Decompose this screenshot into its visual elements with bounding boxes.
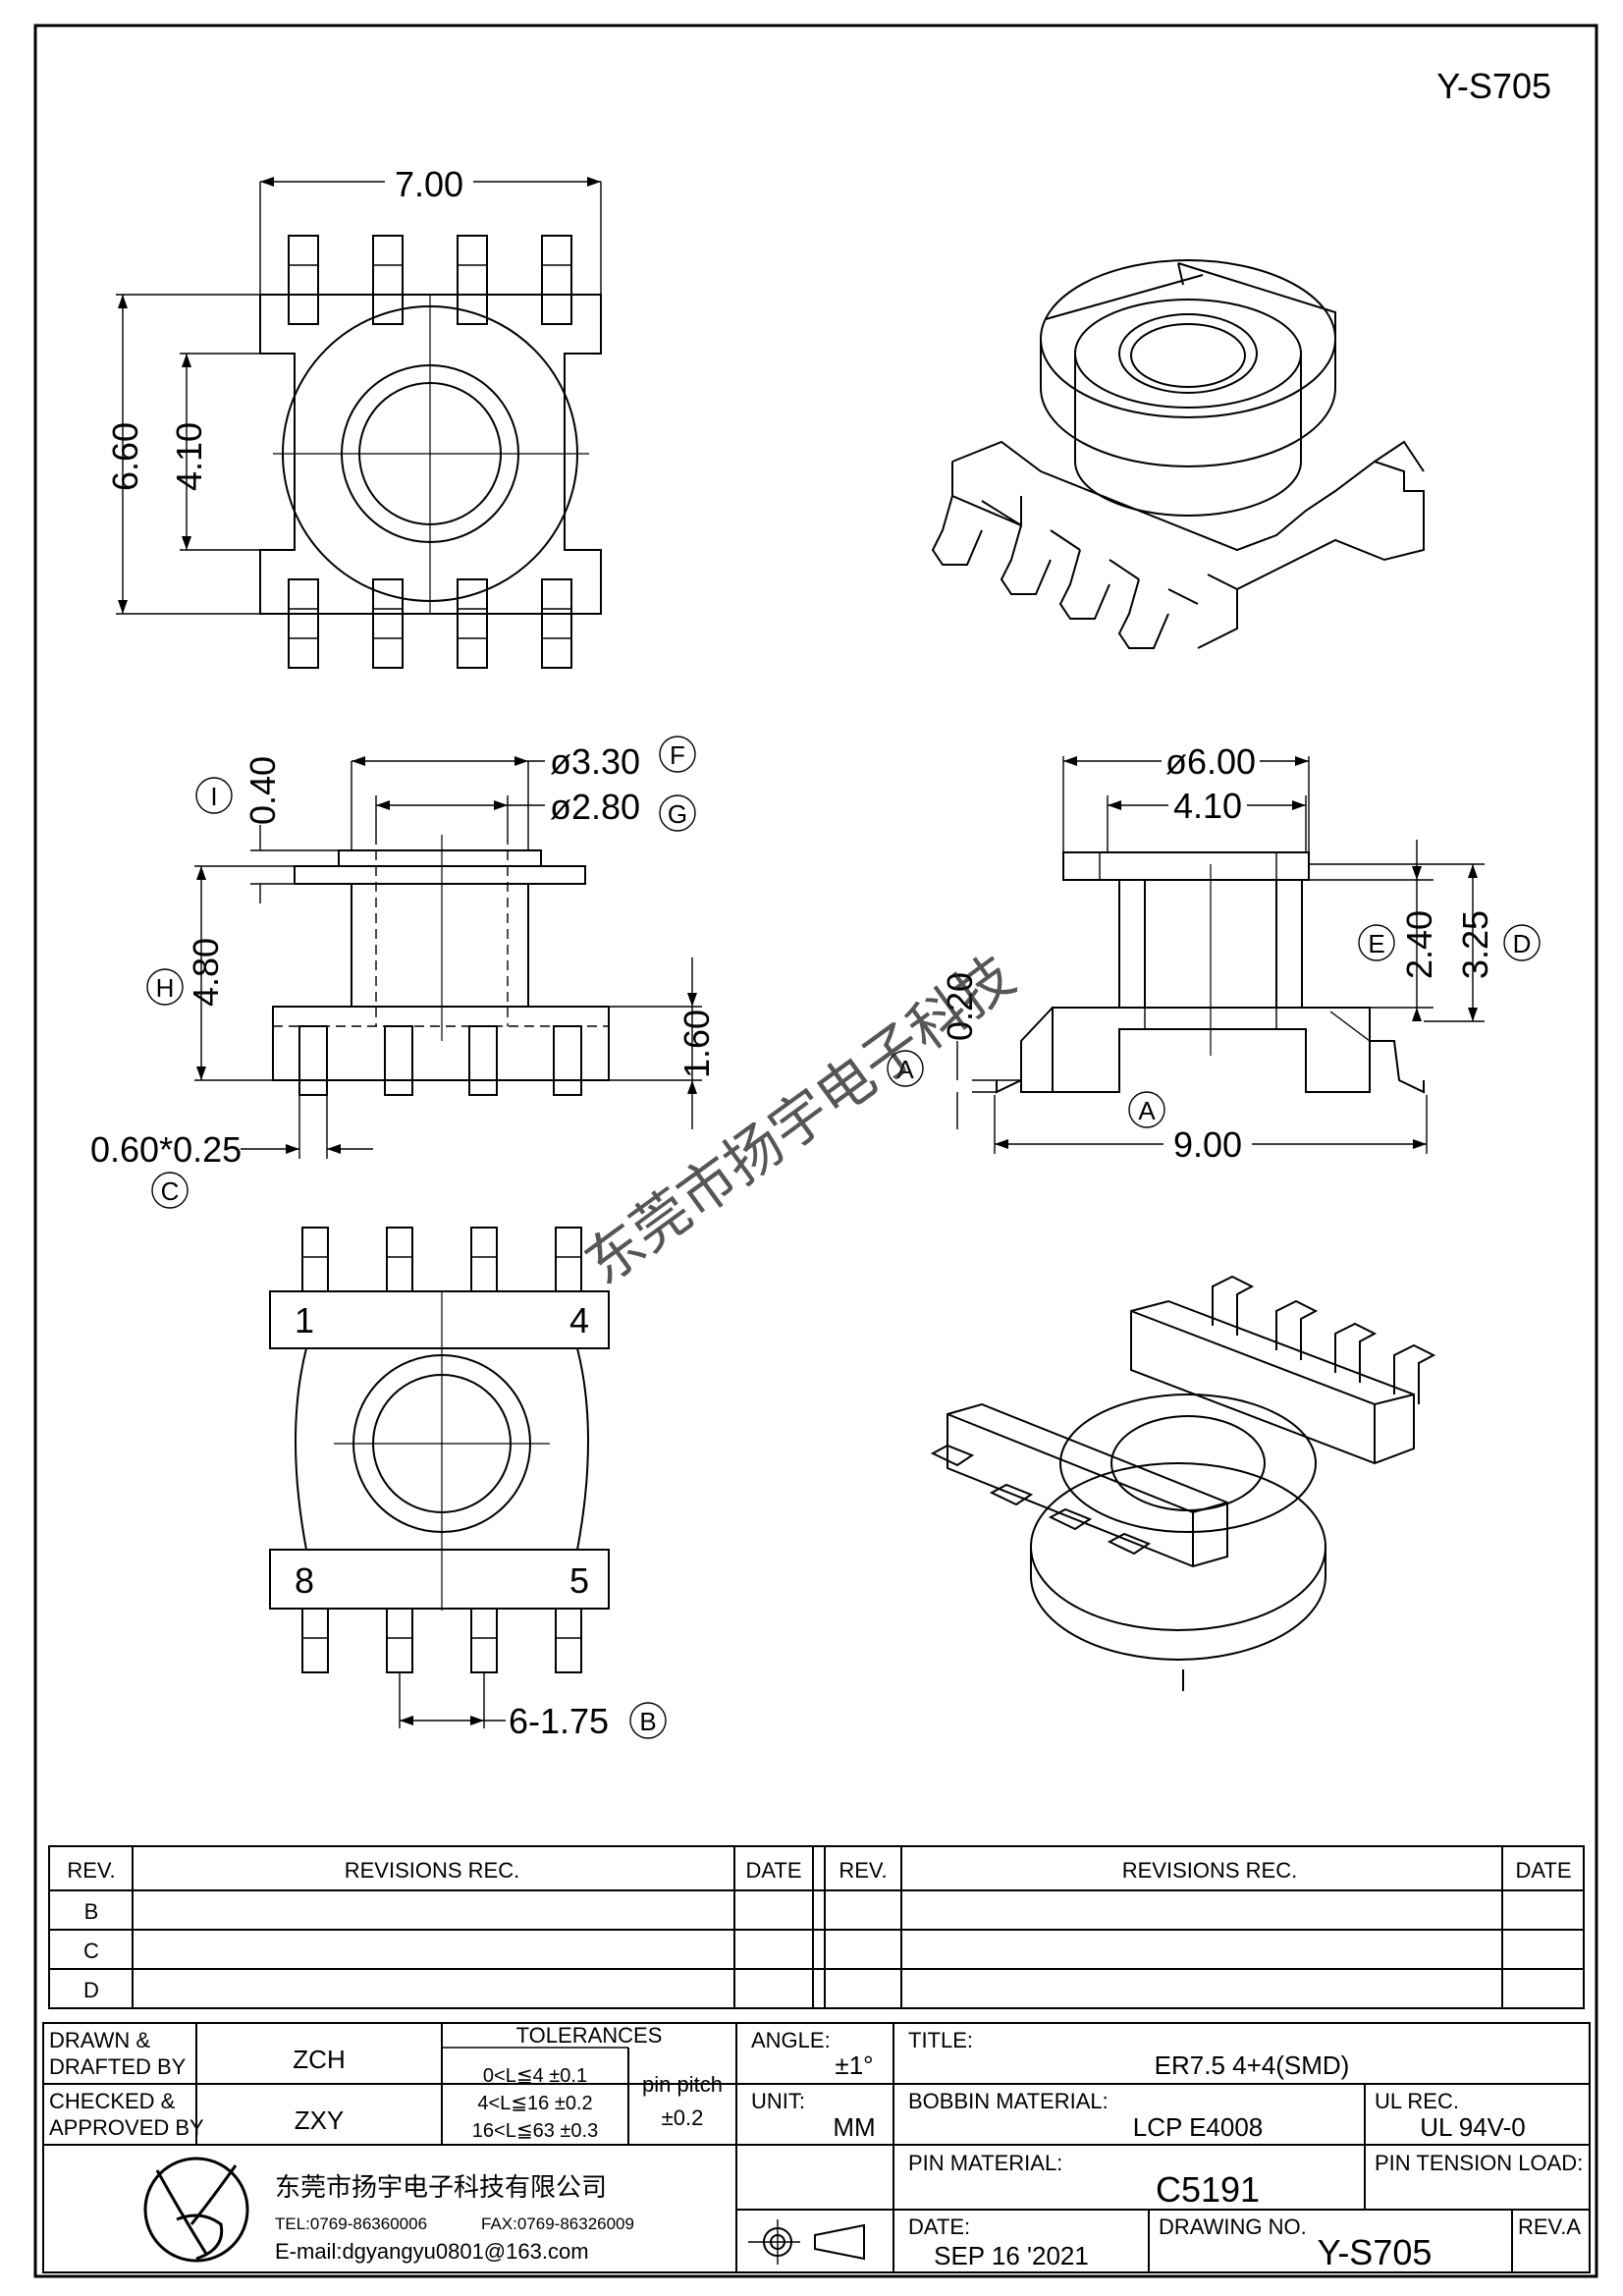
pin-tension-label: PIN TENSION LOAD: (1375, 2151, 1583, 2175)
pin-material-label: PIN MATERIAL: (908, 2151, 1062, 2175)
company-logo (143, 2157, 249, 2263)
top-view: 7.00 6.60 4.10 (105, 164, 602, 669)
label-a-small: A (896, 1055, 914, 1084)
sheet-border (33, 24, 1598, 2278)
dim-h: 4.80 (186, 938, 226, 1007)
dim-i: 0.40 (243, 756, 283, 825)
drawn-label-1: DRAWN & (49, 2028, 150, 2052)
dim-outer: ø6.00 (1165, 741, 1256, 782)
dim-pitch: 6-1.75 (509, 1701, 609, 1741)
dim-e: 2.40 (1399, 910, 1439, 979)
dim-base: 1.60 (676, 1010, 717, 1078)
pin-5-label: 5 (569, 1560, 589, 1601)
rev-row: B (84, 1899, 99, 1924)
revisions-table: REV. REVISIONS REC. DATE REV. REVISIONS … (48, 1845, 1585, 2009)
ul-value: UL 94V-0 (1420, 2112, 1525, 2142)
dim-a-small: 0.20 (940, 972, 980, 1041)
label-f: F (670, 740, 685, 770)
tolerance-3: 16<L≦63 ±0.3 (472, 2120, 598, 2142)
dim-inner: 4.10 (169, 422, 209, 491)
date-value: SEP 16 '2021 (934, 2241, 1089, 2270)
drawing-no-value: Y-S705 (1318, 2232, 1433, 2272)
title-block: DRAWN & DRAFTED BY ZCH CHECKED & APPROVE… (42, 2022, 1591, 2273)
dim-d: 3.25 (1455, 910, 1495, 979)
drawing-id: Y-S705 (1436, 66, 1551, 106)
checked-label-1: CHECKED & (49, 2089, 176, 2113)
label-e: E (1368, 929, 1384, 958)
drawn-by: ZCH (293, 2045, 345, 2074)
pin-1-label: 1 (295, 1300, 314, 1340)
bottom-view: 1 4 8 5 6-1.75 B (269, 1227, 667, 1741)
rev-row: C (83, 1939, 99, 1963)
date-label: DATE: (908, 2214, 970, 2239)
tolerances-label: TOLERANCES (516, 2023, 663, 2048)
label-d: D (1513, 929, 1532, 958)
company-name: 东莞市扬宇电子科技有限公司 (275, 2172, 607, 2202)
watermark: 东莞市扬宇电子科技 (572, 942, 1026, 1297)
angle-value: ±1° (835, 2050, 873, 2080)
iso-view-top (931, 259, 1425, 649)
unit-label: UNIT: (751, 2089, 805, 2113)
pin-4-label: 4 (569, 1300, 589, 1340)
angle-label: ANGLE: (751, 2028, 831, 2052)
rev-header-left: REV. (67, 1858, 115, 1883)
label-b: B (639, 1707, 656, 1736)
checked-label-2: APPROVED BY (49, 2115, 204, 2140)
company-fax: FAX:0769-86326009 (481, 2214, 634, 2233)
ul-label: UL REC. (1375, 2089, 1459, 2113)
pin-pitch-label: pin pitch (642, 2072, 723, 2097)
tolerance-1: 0<L≦4 ±0.1 (483, 2065, 587, 2087)
side-view-right: ø6.00 4.10 2.40 E 3.25 D 0.20 A (887, 741, 1541, 1165)
projection-symbol (748, 2219, 865, 2265)
dim-inner-right: 4.10 (1173, 786, 1242, 826)
dim-width: 7.00 (395, 164, 463, 204)
rev-value: REV.A (1518, 2214, 1581, 2239)
label-g: G (668, 799, 687, 829)
bobbin-material-label: BOBBIN MATERIAL: (908, 2089, 1109, 2113)
drawn-label-2: DRAFTED BY (49, 2054, 187, 2079)
revisions-header-left: REVISIONS REC. (345, 1858, 519, 1883)
side-view-left: ø3.30 F ø2.80 G I 0.40 4.80 H 1.60 (90, 736, 717, 1209)
dim-height: 6.60 (105, 422, 145, 491)
revisions-header-right: REVISIONS REC. (1122, 1858, 1297, 1883)
pin-8-label: 8 (295, 1560, 314, 1601)
label-a-width: A (1138, 1096, 1156, 1125)
rev-header-right: REV. (839, 1858, 887, 1883)
company-tel: TEL:0769-86360006 (275, 2214, 427, 2233)
label-c: C (161, 1176, 180, 1206)
label-i: I (210, 782, 217, 811)
bobbin-material-value: LCP E4008 (1133, 2112, 1264, 2142)
checked-by: ZXY (295, 2105, 345, 2135)
label-h: H (156, 973, 175, 1003)
dim-total-width: 9.00 (1173, 1124, 1242, 1165)
title-label: TITLE: (908, 2028, 973, 2052)
date-header-left: DATE (745, 1858, 801, 1883)
company-email: E-mail:dgyangyu0801@163.com (275, 2239, 589, 2264)
dim-f: ø3.30 (550, 741, 640, 782)
rev-row: D (83, 1978, 99, 2002)
title-value: ER7.5 4+4(SMD) (1155, 2050, 1350, 2080)
pin-pitch-value: ±0.2 (662, 2105, 704, 2130)
dim-pin: 0.60*0.25 (90, 1129, 242, 1170)
date-header-right: DATE (1515, 1858, 1571, 1883)
unit-value: MM (833, 2112, 875, 2142)
dim-g: ø2.80 (550, 787, 640, 827)
drawing-no-label: DRAWING NO. (1159, 2214, 1307, 2239)
tolerance-2: 4<L≦16 ±0.2 (477, 2093, 592, 2114)
iso-view-bottom (930, 1275, 1436, 1691)
pin-material-value: C5191 (1156, 2169, 1260, 2210)
